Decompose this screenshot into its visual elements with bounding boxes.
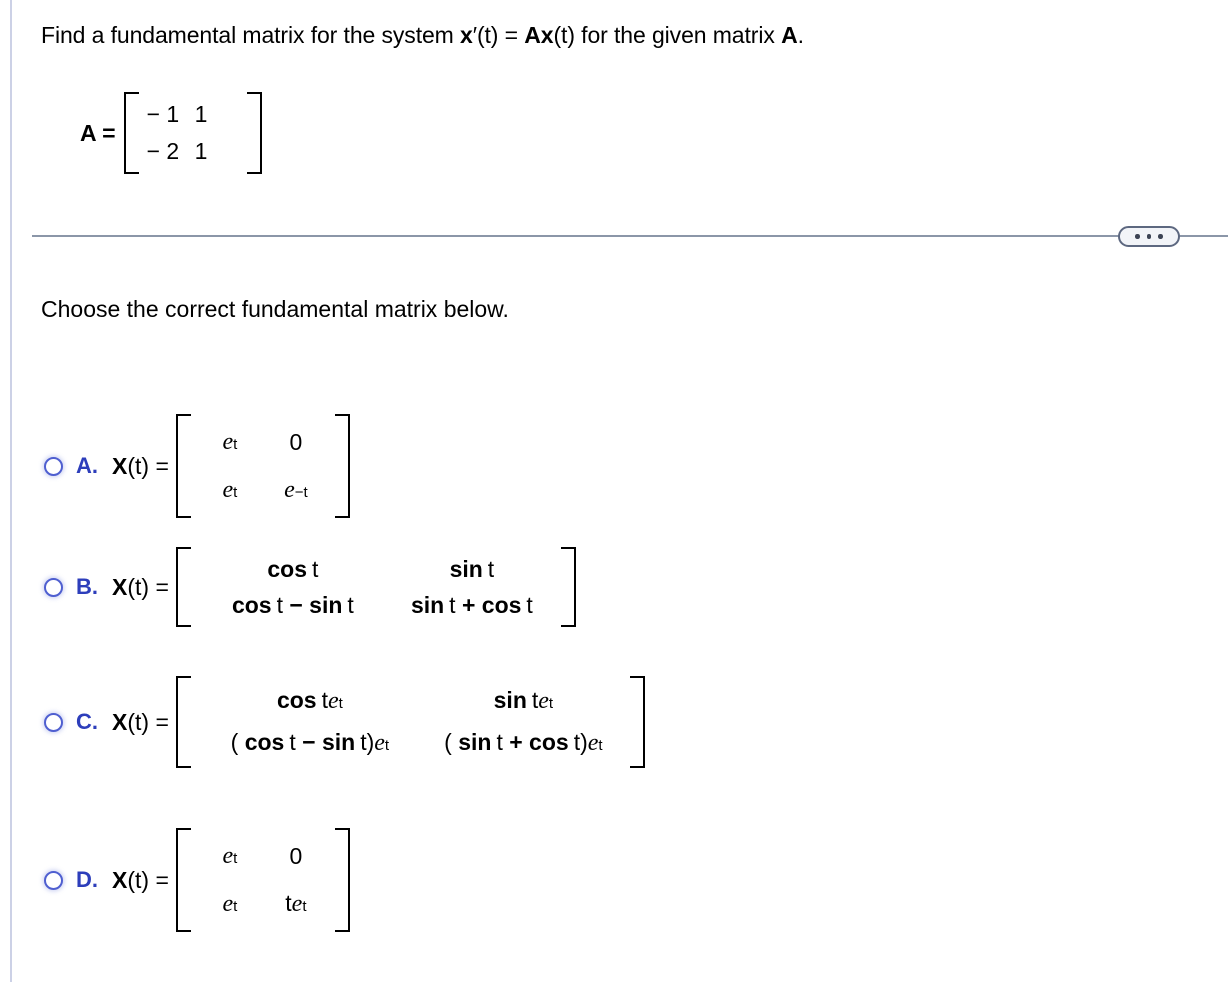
option-a-letter: A. — [76, 453, 98, 478]
matrix-a-cell-12: 1 — [194, 101, 208, 127]
matrix-a-left-bracket — [123, 92, 139, 174]
option-a-right-bracket — [334, 414, 350, 518]
matrix-a-cell-21: − 2 — [146, 138, 180, 164]
ellipsis-dot-3 — [1158, 234, 1163, 239]
option-b-letter: B. — [76, 574, 98, 599]
option-d-right-bracket — [334, 828, 350, 932]
radio-option-d[interactable] — [44, 870, 63, 890]
option-c-lhs: X(t) = — [112, 708, 169, 735]
stem-period: . — [797, 22, 804, 48]
option-d-lhs: X(t) = — [112, 866, 169, 893]
matrix-a-label: A = — [80, 119, 116, 146]
option-a-cell-12: 0 — [289, 428, 303, 455]
stem-part-2: (t) for the given matrix — [553, 22, 782, 48]
section-divider — [32, 235, 1228, 237]
stem-matrix-a-ref: A — [781, 22, 798, 48]
option-a-lhs: X(t) = — [112, 452, 169, 479]
matrix-a-right-bracket — [246, 92, 262, 174]
radio-option-b[interactable] — [44, 577, 63, 597]
option-b-right-bracket — [560, 547, 576, 627]
option-c-left-bracket — [175, 676, 191, 768]
matrix-a: − 1 1 − 2 1 — [123, 92, 262, 174]
matrix-a-cell-22: 1 — [194, 138, 208, 164]
option-d-left-bracket — [175, 828, 191, 932]
stem-x-vector: x — [460, 22, 473, 48]
page-left-edge — [10, 0, 12, 982]
matrix-a-row-1: − 1 1 — [145, 96, 241, 133]
question-stem: Find a fundamental matrix for the system… — [41, 20, 804, 50]
matrix-a-row-2: − 2 1 — [145, 133, 241, 170]
option-d-cell-12: 0 — [289, 842, 303, 869]
stem-prime-t: ′(t) = — [472, 22, 525, 48]
option-c-right-bracket — [629, 676, 645, 768]
matrix-a-body: − 1 1 − 2 1 — [139, 92, 247, 174]
option-a-cell-22: e−t — [284, 476, 308, 503]
choice-prompt: Choose the correct fundamental matrix be… — [41, 296, 509, 322]
radio-option-a[interactable] — [44, 456, 63, 476]
ellipsis-dot-1 — [1135, 234, 1140, 239]
more-options-ellipsis-icon[interactable] — [1118, 226, 1180, 247]
stem-part-1: Find a fundamental matrix for the system — [41, 22, 461, 48]
option-b-lhs: X(t) = — [112, 573, 169, 600]
option-c-letter: C. — [76, 709, 98, 734]
radio-option-c[interactable] — [44, 712, 63, 732]
option-d-letter: D. — [76, 867, 98, 892]
matrix-a-cell-11: − 1 — [146, 101, 180, 127]
matrix-a-block: A = − 1 1 − 2 1 — [80, 92, 262, 174]
option-b-left-bracket — [175, 547, 191, 627]
option-a-left-bracket — [175, 414, 191, 518]
stem-ax-term: Ax — [524, 22, 554, 48]
ellipsis-dot-2 — [1146, 234, 1152, 239]
